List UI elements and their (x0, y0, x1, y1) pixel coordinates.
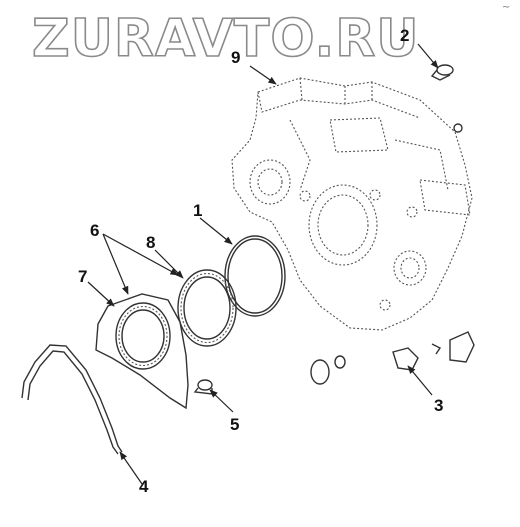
o-ring-part-1 (224, 235, 286, 317)
bolt-part-2 (430, 64, 463, 133)
callout-1: 1 (193, 201, 202, 220)
callout-4: 4 (139, 477, 149, 496)
callout-9: 9 (231, 48, 240, 67)
watermark-text: ZURAVTO.RU (32, 9, 419, 69)
callout-2: 2 (400, 26, 409, 45)
seal-ring-part-8 (177, 269, 237, 347)
flywheel-housing (231, 77, 473, 331)
corner-mark: ~ (502, 2, 510, 13)
plug-parts-3 (310, 331, 475, 385)
callout-6: 6 (90, 221, 99, 240)
seal-housing-part-7 (95, 293, 189, 410)
callout-8: 8 (146, 233, 155, 252)
callout-5: 5 (230, 415, 239, 434)
leader-lines (87, 43, 439, 485)
callout-3: 3 (434, 396, 443, 415)
callout-7: 7 (78, 267, 87, 286)
bolt-part-5 (193, 379, 213, 395)
gasket-part-4 (21, 344, 123, 455)
